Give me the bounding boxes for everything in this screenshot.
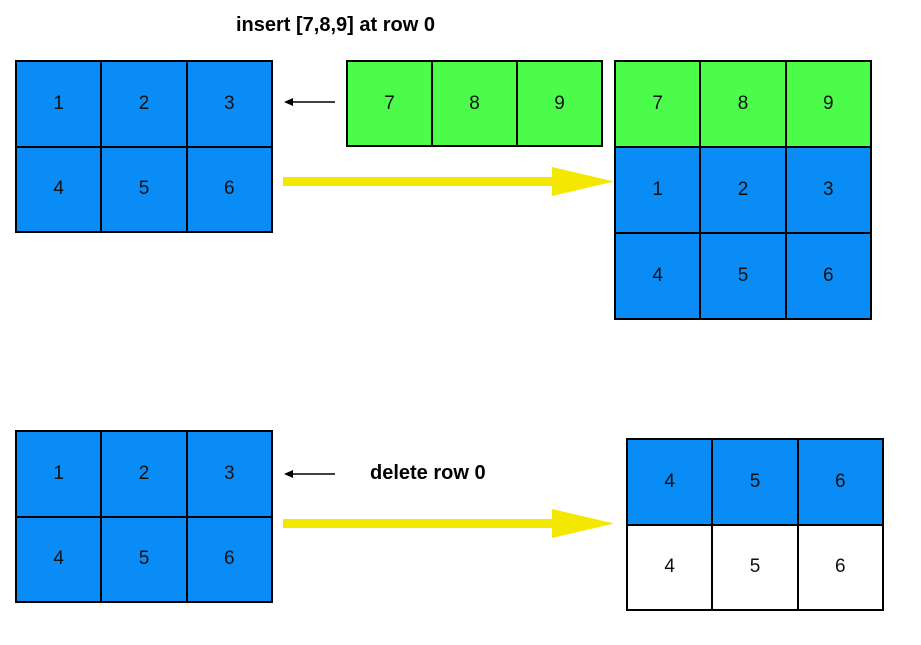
grid-cell: 4: [17, 517, 103, 603]
top-yellow-arrow-icon: [283, 167, 614, 196]
grid-cell: 5: [713, 525, 799, 611]
grid-cell: 3: [187, 432, 273, 518]
grid-cell: 3: [786, 148, 872, 234]
grid-cell: 6: [786, 234, 872, 320]
grid-cell: 9: [786, 62, 872, 148]
grid-cell: 1: [17, 432, 103, 518]
grid-cell: 9: [518, 62, 603, 147]
grid-cell: 3: [187, 62, 273, 148]
grid-cell: 2: [102, 62, 188, 148]
grid-cell: 2: [102, 432, 188, 518]
grid-cell: 6: [798, 440, 884, 526]
insert-caption: insert [7,8,9] at row 0: [236, 14, 435, 36]
bottom-yellow-arrow-icon: [283, 509, 614, 538]
top-result-grid: 7 8 9 1 2 3 4 5 6: [614, 60, 872, 320]
grid-cell: 4: [628, 440, 714, 526]
grid-cell: 5: [102, 147, 188, 233]
grid-cell: 5: [102, 517, 188, 603]
grid-cell: 8: [433, 62, 518, 147]
grid-cell: 8: [701, 62, 787, 148]
grid-cell: 4: [628, 525, 714, 611]
grid-cell: 7: [348, 62, 433, 147]
grid-cell: 7: [616, 62, 702, 148]
bottom-result-grid: 4 5 6 4 5 6: [626, 438, 884, 611]
bottom-source-grid: 1 2 3 4 5 6: [15, 430, 273, 603]
grid-cell: 4: [17, 147, 103, 233]
top-source-grid: 1 2 3 4 5 6: [15, 60, 273, 233]
grid-cell: 1: [17, 62, 103, 148]
insert-row-grid: 7 8 9: [346, 60, 603, 147]
grid-cell: 4: [616, 234, 702, 320]
top-black-arrow-icon: [284, 98, 335, 106]
grid-cell: 1: [616, 148, 702, 234]
bottom-black-arrow-icon: [284, 470, 335, 478]
grid-cell: 5: [713, 440, 799, 526]
grid-cell: 2: [701, 148, 787, 234]
grid-cell: 6: [798, 525, 884, 611]
delete-caption: delete row 0: [370, 462, 486, 484]
grid-cell: 6: [187, 517, 273, 603]
grid-cell: 6: [187, 147, 273, 233]
grid-cell: 5: [701, 234, 787, 320]
